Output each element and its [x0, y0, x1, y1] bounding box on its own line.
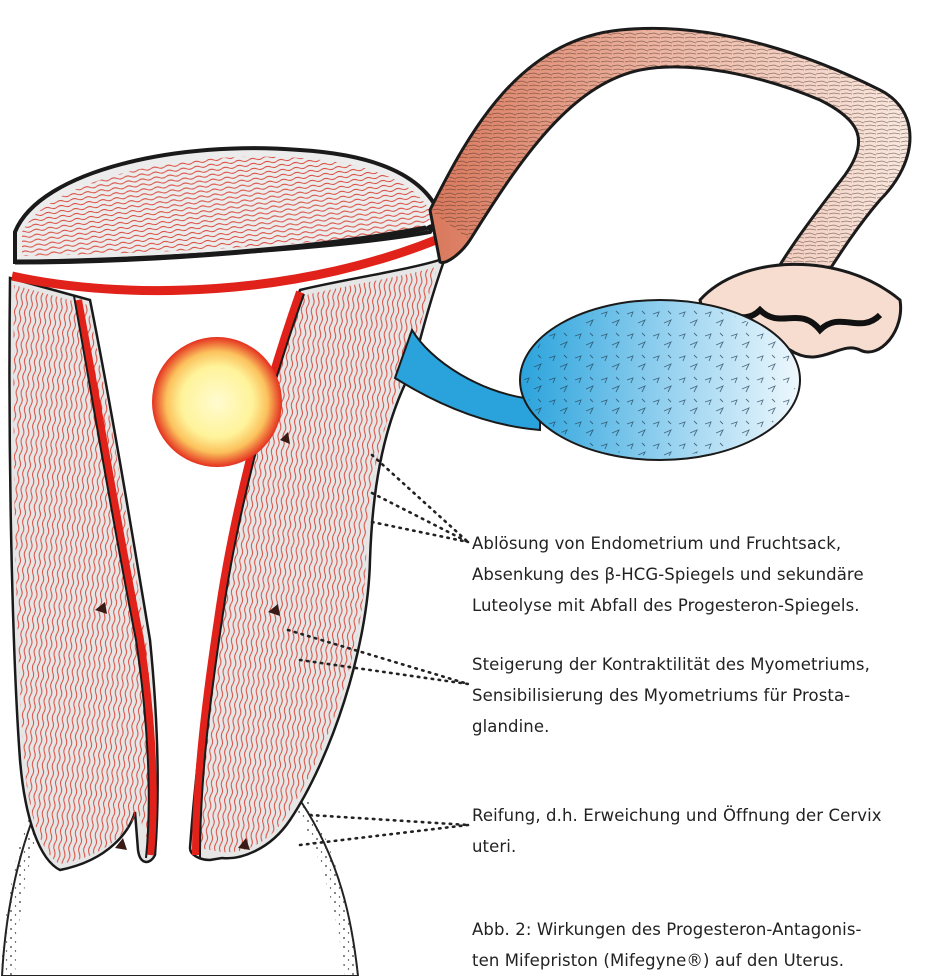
annotation-line: Absenkung des β-HCG-Spiegels und sekundä… [472, 559, 864, 590]
annotation-line: glandine. [472, 711, 870, 742]
left-myometrium [9, 278, 157, 870]
annotation-line: Steigerung der Kontraktilität des Myomet… [472, 649, 870, 680]
annotation-myometrium: Steigerung der Kontraktilität des Myomet… [472, 649, 870, 742]
caption-line: ten Mifepriston (Mifegyne®) auf den Uter… [472, 945, 862, 976]
uterine-fundus [15, 148, 455, 262]
annotation-line: Sensibilisierung des Myometriums für Pro… [472, 680, 870, 711]
annotation-endometrium: Ablösung von Endometrium und Fruchtsack,… [472, 528, 864, 621]
annotation-line: Reifung, d.h. Erweichung und Öffnung der… [472, 800, 882, 831]
gestational-sac [152, 337, 282, 467]
annotation-cervix: Reifung, d.h. Erweichung und Öffnung der… [472, 800, 882, 862]
ovary [395, 300, 800, 460]
annotation-line: Luteolyse mit Abfall des Progesteron-Spi… [472, 590, 864, 621]
figure-caption: Abb. 2: Wirkungen des Progesteron-Antago… [472, 914, 862, 976]
annotation-line: Ablösung von Endometrium und Fruchtsack, [472, 528, 864, 559]
caption-line: Abb. 2: Wirkungen des Progesteron-Antago… [472, 914, 862, 945]
annotation-line: uteri. [472, 831, 882, 862]
